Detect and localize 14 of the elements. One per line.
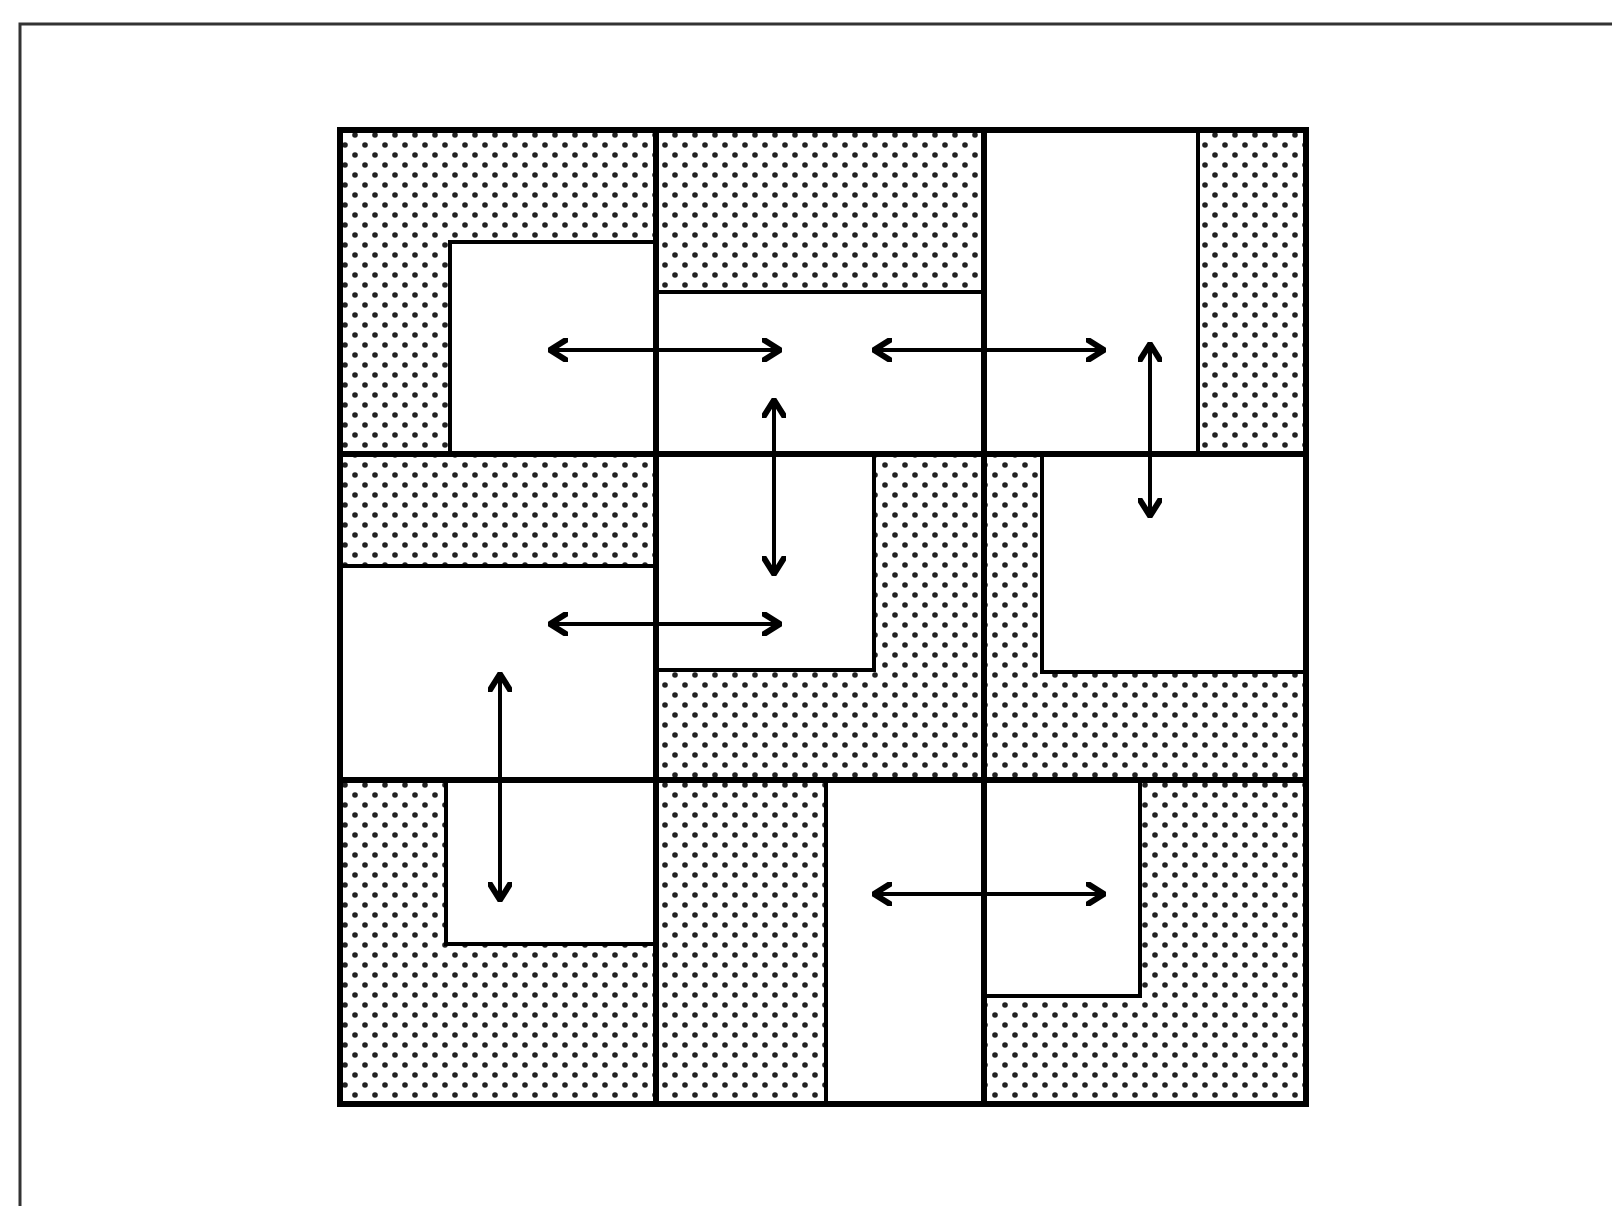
room-box bbox=[654, 452, 876, 672]
double-arrow bbox=[871, 881, 1107, 907]
room-box bbox=[982, 128, 1200, 456]
room-box bbox=[444, 778, 658, 946]
double-arrow bbox=[547, 337, 783, 363]
room-box bbox=[448, 240, 658, 456]
double-arrow bbox=[487, 671, 513, 903]
room-box bbox=[338, 564, 658, 782]
room-box bbox=[982, 778, 1142, 998]
double-arrow bbox=[871, 337, 1107, 363]
double-arrow bbox=[1137, 341, 1163, 519]
room-box bbox=[1040, 452, 1308, 674]
double-arrow bbox=[761, 397, 787, 577]
double-arrow bbox=[547, 611, 783, 637]
